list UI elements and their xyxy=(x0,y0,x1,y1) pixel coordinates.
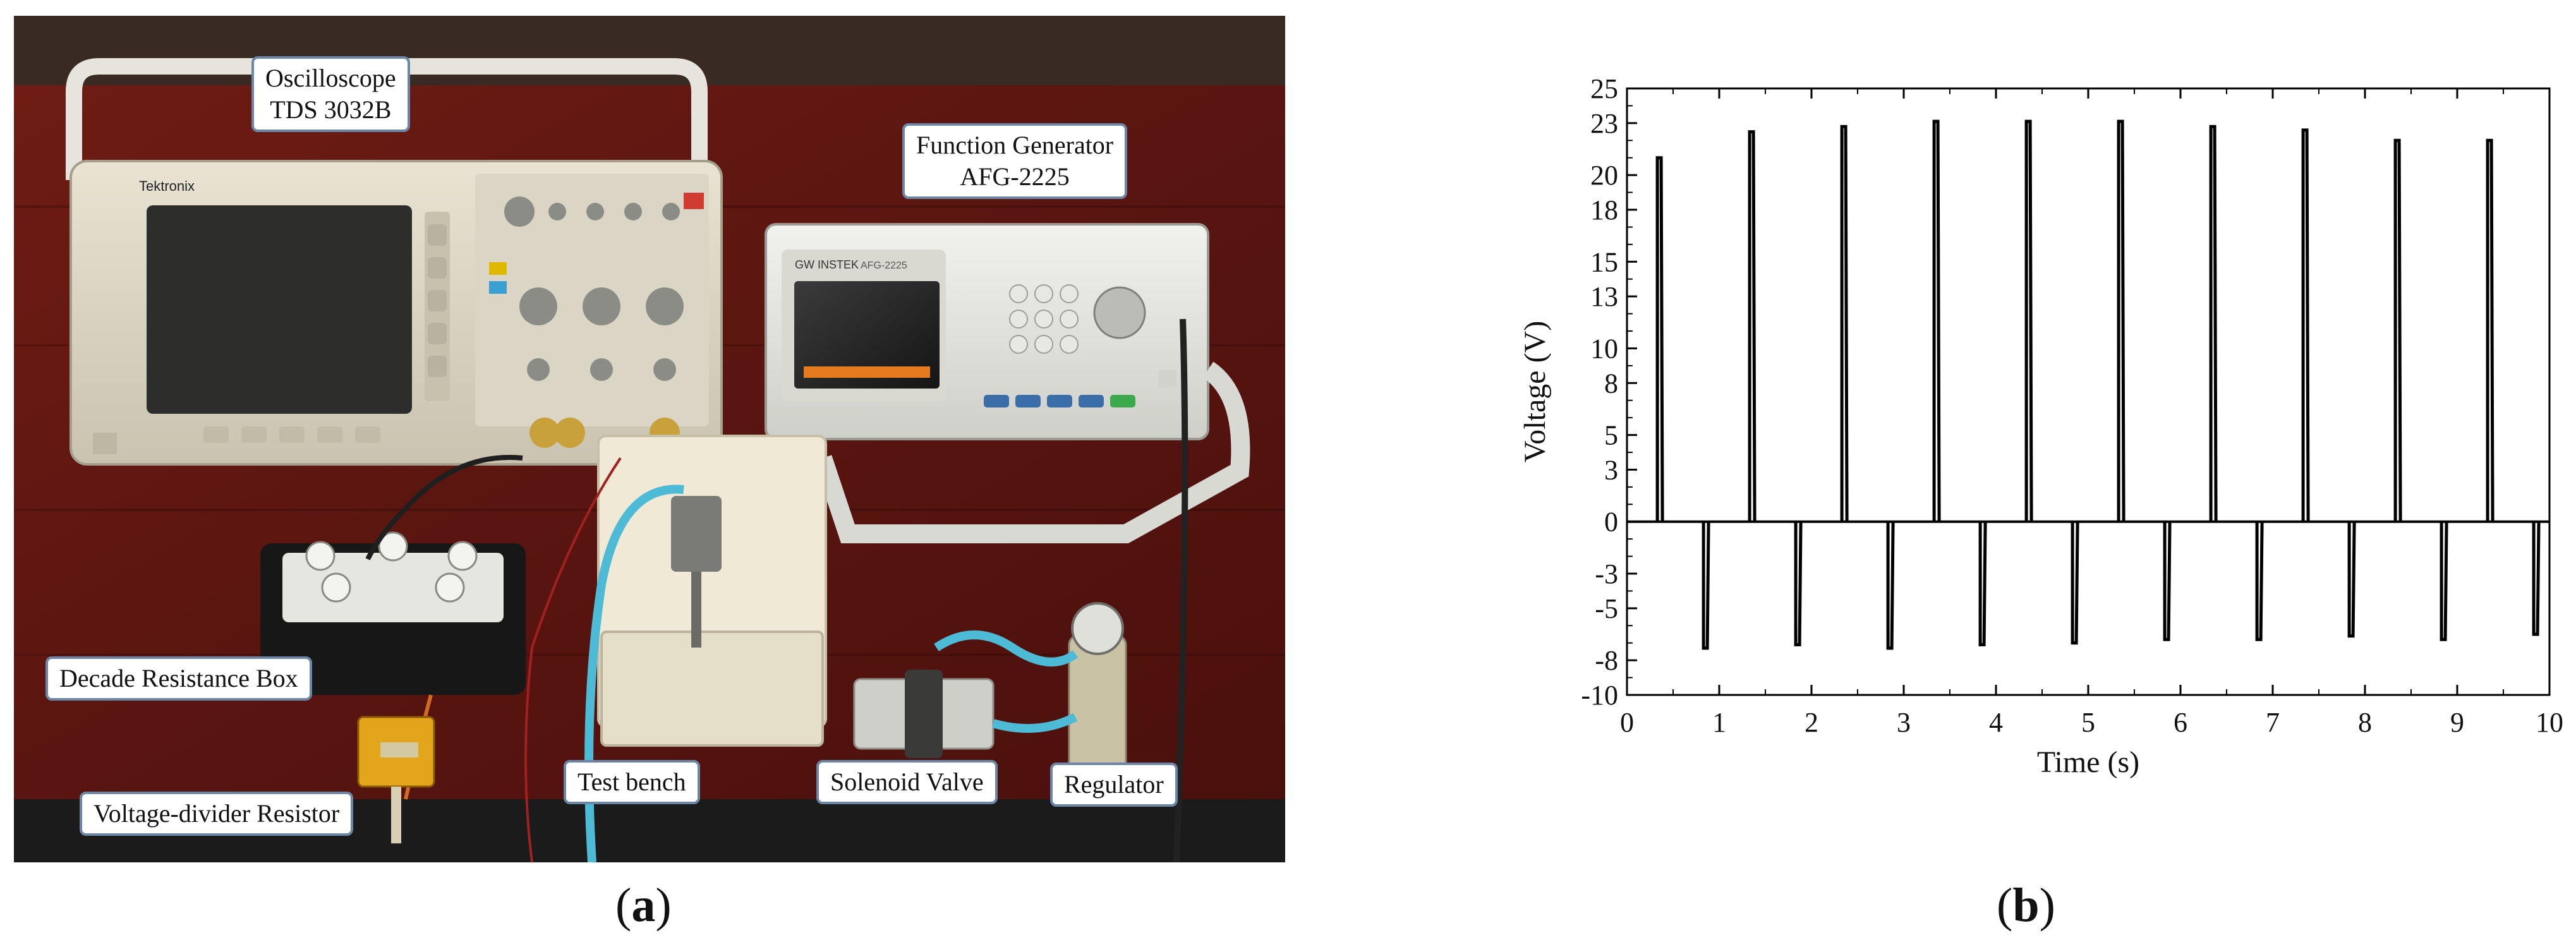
scope-brand-text: Tektronix xyxy=(139,178,195,194)
callout-solenoid-valve: Solenoid Valve xyxy=(816,760,998,804)
y-tick-label: 3 xyxy=(1604,454,1618,485)
positive-spike xyxy=(2393,138,2402,522)
setup-photo-panel: Tektronix GW INSTEK AFG-2225 xyxy=(14,16,1285,862)
voltage-divider-resistor-device xyxy=(357,716,435,843)
callout-oscilloscope-line-1: Oscilloscope xyxy=(265,64,396,92)
callout-function-generator-line-2: AFG-2225 xyxy=(960,162,1070,191)
pneumatic-components xyxy=(853,602,1127,781)
decade-resistance-box-device xyxy=(260,531,526,695)
negative-spike xyxy=(2532,521,2541,636)
panel-label-a-open: ( xyxy=(615,879,632,932)
callout-test-bench: Test bench xyxy=(564,760,700,804)
x-tick-label: 0 xyxy=(1620,707,1634,738)
y-tick-label: -10 xyxy=(1581,680,1618,711)
positive-spike xyxy=(2117,119,2126,522)
y-axis-label: Voltage (V) xyxy=(1518,321,1552,462)
panel-label-a-close: ) xyxy=(655,879,672,932)
positive-spike xyxy=(1840,124,1849,522)
function-generator-device: GW INSTEK AFG-2225 xyxy=(765,223,1250,543)
negative-spike xyxy=(1886,521,1895,650)
callout-decade-resistance-box: Decade Resistance Box xyxy=(45,656,312,701)
panel-label-b-letter: b xyxy=(2012,879,2040,932)
callout-regulator: Regulator xyxy=(1050,763,1178,807)
panel-label-b-open: ( xyxy=(1997,879,2013,932)
test-bench-device xyxy=(597,435,827,747)
positive-spike xyxy=(2301,128,2310,522)
panel-label-b: (b) xyxy=(1997,878,2055,933)
generator-model-text: AFG-2225 xyxy=(861,260,907,271)
x-tick-label: 8 xyxy=(2358,707,2372,738)
x-tick-label: 4 xyxy=(1989,707,2003,738)
negative-spike xyxy=(2347,521,2356,638)
callout-solenoid-valve-text: Solenoid Valve xyxy=(830,768,984,796)
callout-decade-resistance-box-text: Decade Resistance Box xyxy=(59,664,298,692)
y-tick-label: 25 xyxy=(1590,73,1618,104)
series-layer xyxy=(1627,119,2549,650)
callout-oscilloscope: Oscilloscope TDS 3032B xyxy=(251,56,410,132)
positive-spike xyxy=(2024,119,2033,522)
y-tick-label: 13 xyxy=(1590,281,1618,312)
panel-label-a-letter: a xyxy=(631,879,656,932)
callout-voltage-divider-resistor-text: Voltage-divider Resistor xyxy=(94,799,340,828)
y-tick-label: 23 xyxy=(1590,108,1618,139)
callout-voltage-divider-resistor: Voltage-divider Resistor xyxy=(80,792,354,836)
y-tick-label: 10 xyxy=(1590,333,1618,364)
y-tick-label: 20 xyxy=(1590,160,1618,191)
panel-label-b-close: ) xyxy=(2039,879,2055,932)
negative-spike xyxy=(2440,521,2448,641)
y-tick-label: -3 xyxy=(1595,558,1618,589)
x-tick-label: 1 xyxy=(1712,707,1726,738)
panel-label-a: (a) xyxy=(615,878,672,933)
y-tick-label: 8 xyxy=(1604,368,1618,399)
x-tick-label: 10 xyxy=(2536,707,2563,738)
y-tick-label: -8 xyxy=(1595,645,1618,676)
positive-spike xyxy=(1932,119,1941,522)
negative-spike xyxy=(1794,521,1803,646)
negative-spike xyxy=(1978,521,1987,646)
x-tick-label: 9 xyxy=(2450,707,2464,738)
y-tick-label: 5 xyxy=(1604,420,1618,451)
y-tick-label: 18 xyxy=(1590,195,1618,226)
positive-spike xyxy=(1655,156,1664,522)
axes-layer xyxy=(1626,87,2551,696)
y-tick-label: 0 xyxy=(1604,507,1618,538)
callout-function-generator: Function Generator AFG-2225 xyxy=(902,123,1128,199)
plot-frame xyxy=(1626,87,2551,696)
positive-spike xyxy=(1748,130,1757,522)
oscilloscope-device: Tektronix xyxy=(66,58,723,466)
negative-spike xyxy=(2163,521,2172,641)
callout-test-bench-text: Test bench xyxy=(577,768,686,796)
x-tick-label: 3 xyxy=(1897,707,1911,738)
x-tick-label: 6 xyxy=(2174,707,2187,738)
x-tick-label: 7 xyxy=(2266,707,2280,738)
negative-spike xyxy=(2255,521,2264,641)
callout-function-generator-line-1: Function Generator xyxy=(916,131,1114,159)
y-tick-label: -5 xyxy=(1595,593,1618,624)
x-axis-label: Time (s) xyxy=(2037,745,2139,779)
generator-brand-text: GW INSTEK xyxy=(795,258,859,271)
x-tick-label: 5 xyxy=(2081,707,2095,738)
positive-spike xyxy=(2209,124,2218,522)
callout-oscilloscope-line-2: TDS 3032B xyxy=(270,95,392,124)
negative-spike xyxy=(2071,521,2079,645)
x-tick-label: 2 xyxy=(1805,707,1818,738)
y-tick-label: 15 xyxy=(1590,246,1618,277)
positive-spike xyxy=(2486,138,2494,522)
callout-regulator-text: Regulator xyxy=(1064,770,1164,799)
negative-spike xyxy=(1702,521,1710,650)
